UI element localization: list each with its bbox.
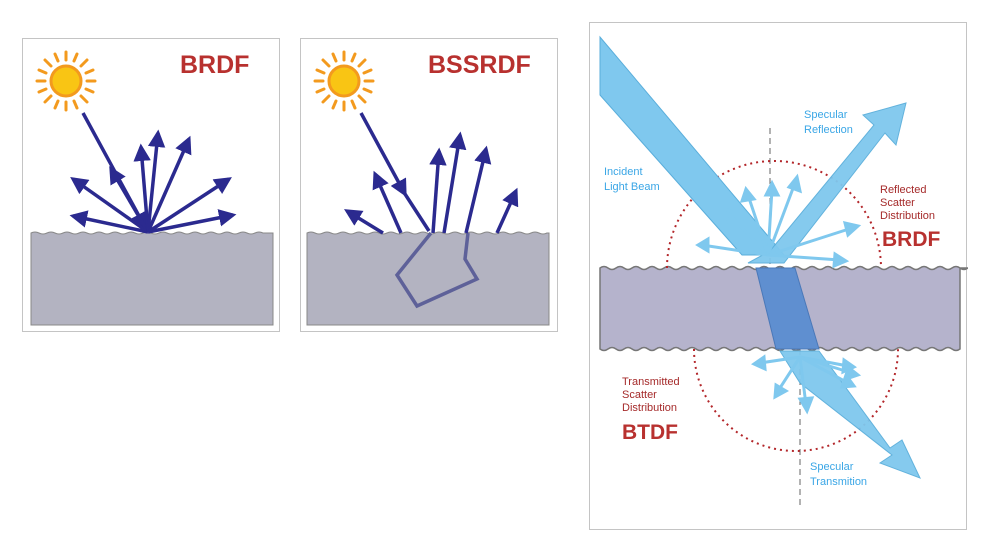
incident-ray (359, 112, 407, 198)
bssrdf-panel: BSSRDF (300, 38, 558, 332)
transmitted-label-line2: Scatter (622, 389, 657, 401)
transmitted-hemisphere (693, 348, 899, 452)
brdf-btdf-diagram: Incident Light Beam Specular Reflection … (599, 35, 968, 508)
specular-reflection-beam (747, 102, 907, 264)
reflected-label-line2: Scatter (880, 197, 915, 209)
surface (30, 231, 274, 326)
specular-reflection-label-line1: Specular (804, 109, 848, 121)
incident-label-line2: Light Beam (604, 181, 660, 193)
specular-transmission-label-line2: Transmition (810, 476, 867, 488)
brdf-btdf-panel: Incident Light Beam Specular Reflection … (589, 22, 968, 530)
subsurface-path (394, 231, 480, 309)
bssrdf-diagram: BSSRDF (306, 50, 550, 326)
scatter-rays (69, 129, 237, 234)
refracted-beam (755, 267, 820, 350)
reflected-label-line3: Distribution (880, 210, 935, 222)
reflected-label-line1: Reflected (880, 184, 926, 196)
transmitted-label-line3: Distribution (622, 402, 677, 414)
incident-ray-tail (403, 193, 431, 232)
sun-icon (35, 50, 97, 112)
reflected-scatter-arrows (695, 173, 862, 269)
sun-icon (313, 50, 375, 112)
incident-beam (599, 35, 786, 256)
transmitted-scatter-arrows (750, 354, 862, 415)
bssrdf-title: BSSRDF (428, 51, 531, 79)
brdf-diagram: BRDF (30, 50, 274, 326)
brdf-panel: BRDF (22, 38, 280, 332)
transmitted-label-line1: Transmitted (622, 376, 680, 388)
incident-label-line1: Incident (604, 166, 643, 178)
transmitted-acronym: BTDF (622, 421, 678, 444)
brdf-title: BRDF (180, 51, 249, 79)
reflected-acronym: BRDF (882, 228, 940, 251)
surface (306, 231, 550, 326)
specular-transmission-label-line1: Specular (810, 461, 854, 473)
exit-rays (344, 131, 519, 235)
specular-reflection-label-line2: Reflection (804, 124, 853, 136)
